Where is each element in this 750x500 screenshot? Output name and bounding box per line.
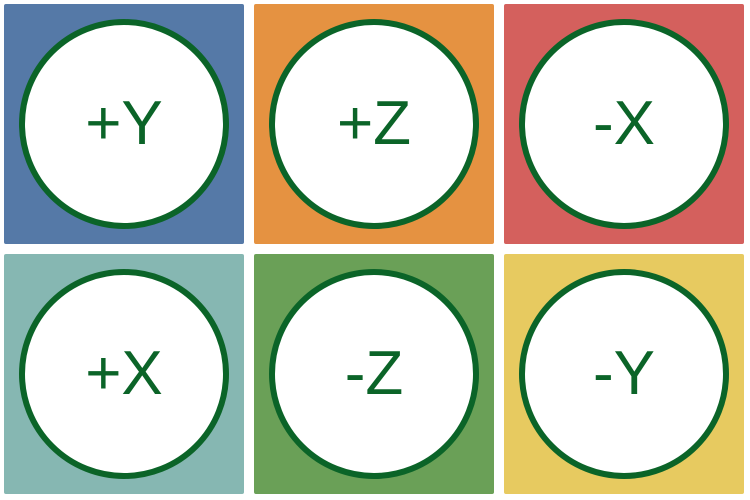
axis-label: -Y	[593, 339, 655, 408]
tile-plus-y: +Y	[4, 4, 244, 244]
tile-minus-x: -X	[504, 4, 744, 244]
circle-badge: +X	[19, 269, 229, 479]
axis-label: +Z	[336, 89, 412, 158]
axis-label: +Y	[85, 89, 163, 158]
tile-plus-z: +Z	[254, 4, 494, 244]
circle-badge: +Z	[269, 19, 479, 229]
tile-plus-x: +X	[4, 254, 244, 494]
circle-badge: -Y	[519, 269, 729, 479]
axis-label: -Z	[344, 339, 404, 408]
axis-label: +X	[85, 339, 163, 408]
tile-minus-y: -Y	[504, 254, 744, 494]
circle-badge: -X	[519, 19, 729, 229]
tile-minus-z: -Z	[254, 254, 494, 494]
circle-badge: -Z	[269, 269, 479, 479]
axis-label: -X	[593, 89, 655, 158]
circle-badge: +Y	[19, 19, 229, 229]
